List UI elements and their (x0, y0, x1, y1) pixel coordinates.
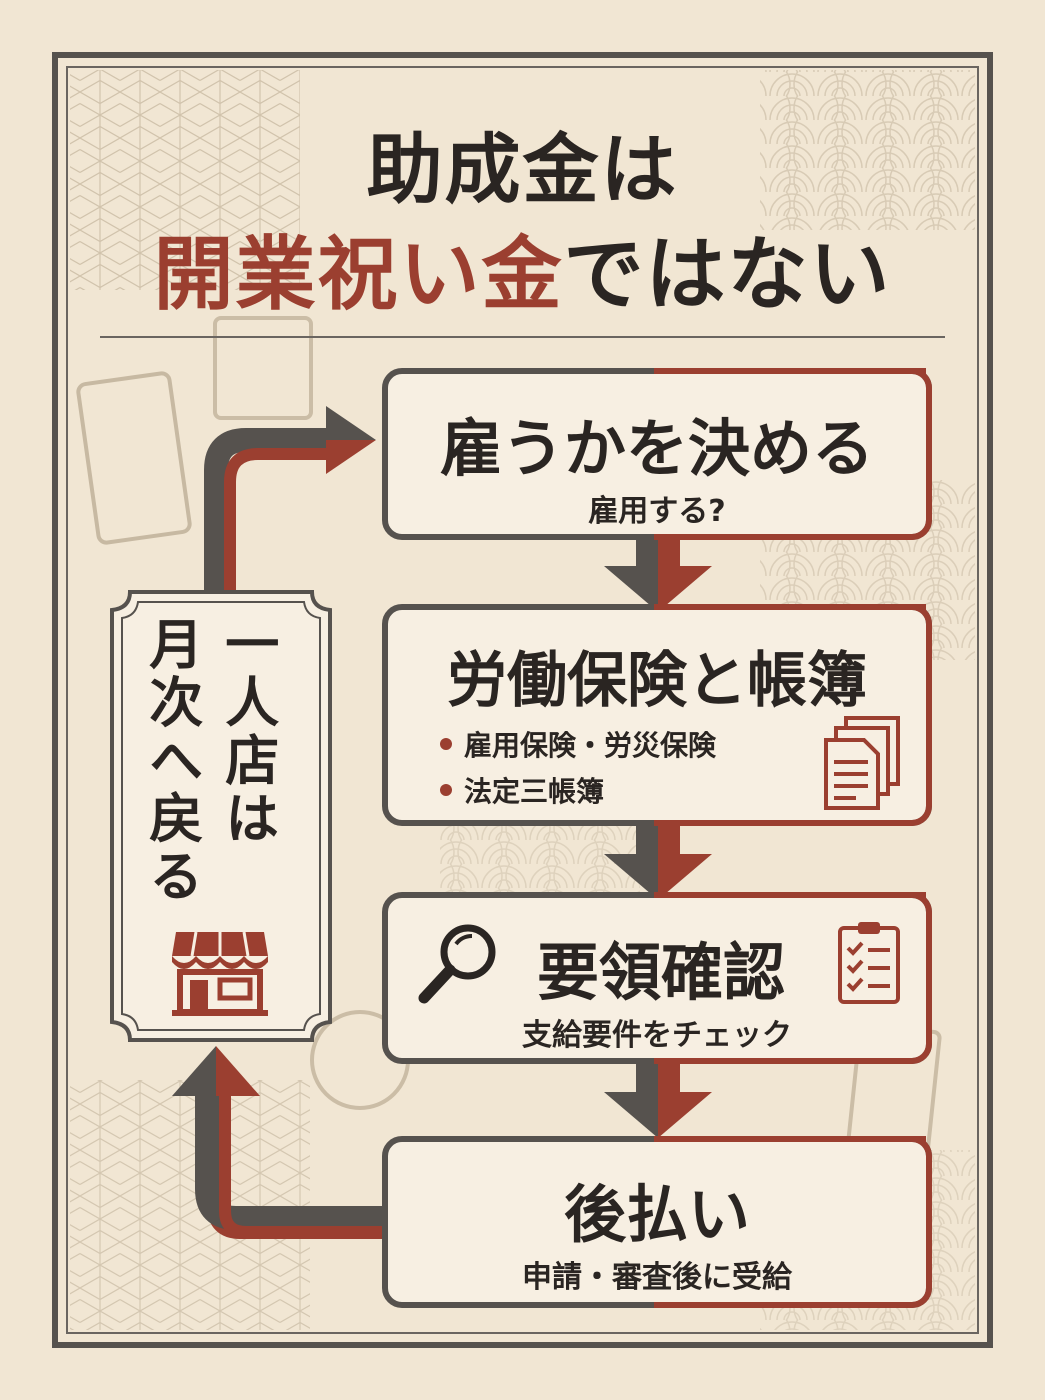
side-panel-frame (110, 590, 332, 1042)
bullet-text: 法定三帳簿 (464, 775, 605, 808)
step-3-box: 要領確認 支給要件をチェック (382, 892, 932, 1064)
down-arrow-2 (604, 826, 712, 900)
title-line-1: 助成金は (366, 125, 679, 214)
step-2-bullet-2: 法定三帳簿 (440, 770, 604, 810)
side-col-1: 一人店は (215, 616, 279, 848)
checklist-icon (838, 922, 900, 1004)
step-4-box: 後払い 申請・審査後に受給 (382, 1136, 932, 1308)
step-2-heading: 労働保険と帳簿 (447, 646, 867, 716)
down-arrow-1 (604, 538, 712, 612)
title-red-part: 開業祝い金 (153, 228, 564, 321)
inner-frame (66, 66, 979, 1334)
step-3-sub: 支給要件をチェック (522, 1018, 792, 1053)
bullet-text: 雇用保険・労災保険 (464, 729, 717, 762)
documents-icon (824, 716, 900, 810)
step-2-box: 労働保険と帳簿 雇用保険・労災保険 法定三帳簿 (382, 604, 932, 826)
title-line-2: 開業祝い金ではない (70, 210, 975, 326)
shop-icon (172, 931, 268, 1016)
up-arrow-bottom (172, 1046, 382, 1238)
up-arrow-top (204, 406, 376, 592)
bullet-dot (440, 784, 452, 796)
step-1-box: 雇うかを決める 雇用する? (382, 368, 932, 540)
step-4-sub: 申請・審査後に受給 (522, 1260, 792, 1295)
step-4-heading: 後払い (563, 1178, 750, 1251)
step-2-bullet-1: 雇用保険・労災保険 (440, 724, 716, 764)
step-1-heading: 雇うかを決める (439, 412, 874, 485)
outer-frame (52, 52, 993, 1348)
bullet-dot (440, 738, 452, 750)
side-col-2: 月次へ戻る (139, 616, 203, 906)
step-1-sub: 雇用する? (588, 494, 726, 529)
title-divider (100, 336, 945, 338)
down-arrow-3 (604, 1064, 712, 1138)
title-dark-part: ではない (563, 228, 892, 321)
magnifier-icon (418, 924, 496, 1004)
